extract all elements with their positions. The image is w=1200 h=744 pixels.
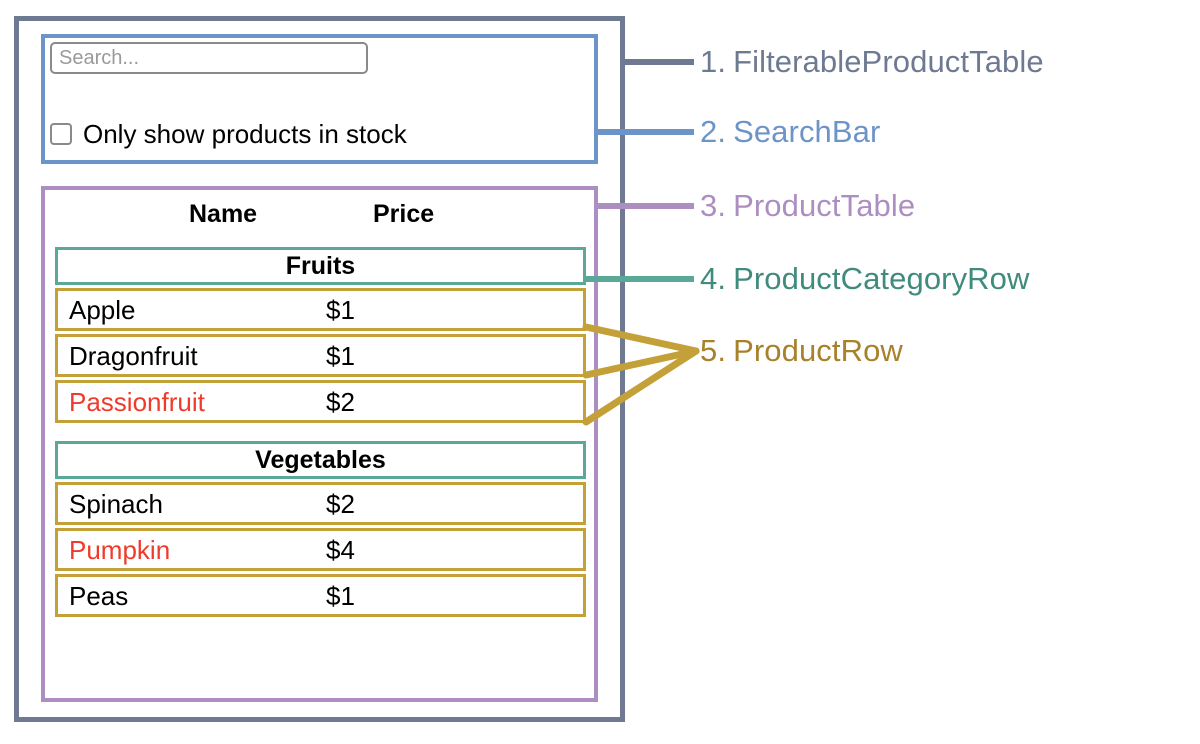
product-name: Spinach <box>69 488 163 519</box>
product-price: $2 <box>326 386 355 417</box>
group-spacer <box>55 426 586 441</box>
annotation-label: ProductCategoryRow <box>733 261 1030 296</box>
product-row[interactable]: Apple $1 <box>55 288 586 331</box>
column-header-name: Name <box>189 200 258 228</box>
annotation-product-category-row: 4.ProductCategoryRow <box>700 261 1030 297</box>
in-stock-filter-row[interactable]: Only show products in stock <box>50 121 407 147</box>
column-header-price: Price <box>373 200 435 228</box>
product-category-row: Vegetables <box>55 441 586 479</box>
annotation-number: 1. <box>700 44 727 79</box>
product-price: $1 <box>326 580 355 611</box>
annotation-number: 5. <box>700 333 727 368</box>
product-name: Peas <box>69 580 129 611</box>
product-row[interactable]: Spinach $2 <box>55 482 586 525</box>
product-row[interactable]: Dragonfruit $1 <box>55 334 586 377</box>
product-price: $2 <box>326 488 355 519</box>
annotation-search-bar: 2.SearchBar <box>700 114 880 150</box>
annotation-number: 2. <box>700 114 727 149</box>
table-body: Fruits Apple $1 Dragonfruit $1 Passionfr… <box>55 247 586 620</box>
product-name: Pumpkin <box>69 534 171 565</box>
annotation-product-row: 5.ProductRow <box>700 333 903 369</box>
search-input[interactable] <box>50 42 368 74</box>
product-row[interactable]: Passionfruit $2 <box>55 380 586 423</box>
annotation-number: 4. <box>700 261 727 296</box>
product-table: Name Price Fruits Apple $1 Dragonfruit $… <box>41 186 598 702</box>
product-name: Dragonfruit <box>69 340 198 371</box>
table-header-row: Name Price <box>45 200 594 240</box>
annotation-label: ProductTable <box>733 188 916 223</box>
in-stock-checkbox-label: Only show products in stock <box>83 119 407 149</box>
annotation-filterable-product-table: 1.FilterableProductTable <box>700 44 1044 80</box>
product-row[interactable]: Pumpkin $4 <box>55 528 586 571</box>
product-name: Passionfruit <box>69 386 205 417</box>
product-category-row: Fruits <box>55 247 586 285</box>
annotation-label: SearchBar <box>733 114 881 149</box>
product-price: $1 <box>326 340 355 371</box>
annotation-label: FilterableProductTable <box>733 44 1044 79</box>
product-price: $1 <box>326 294 355 325</box>
product-price: $4 <box>326 534 355 565</box>
product-category-label: Fruits <box>285 251 356 280</box>
annotation-number: 3. <box>700 188 727 223</box>
in-stock-checkbox[interactable] <box>50 123 72 145</box>
annotation-label: ProductRow <box>733 333 903 368</box>
annotation-product-table: 3.ProductTable <box>700 188 915 224</box>
product-category-label: Vegetables <box>255 445 386 474</box>
product-row[interactable]: Peas $1 <box>55 574 586 617</box>
product-name: Apple <box>69 294 136 325</box>
